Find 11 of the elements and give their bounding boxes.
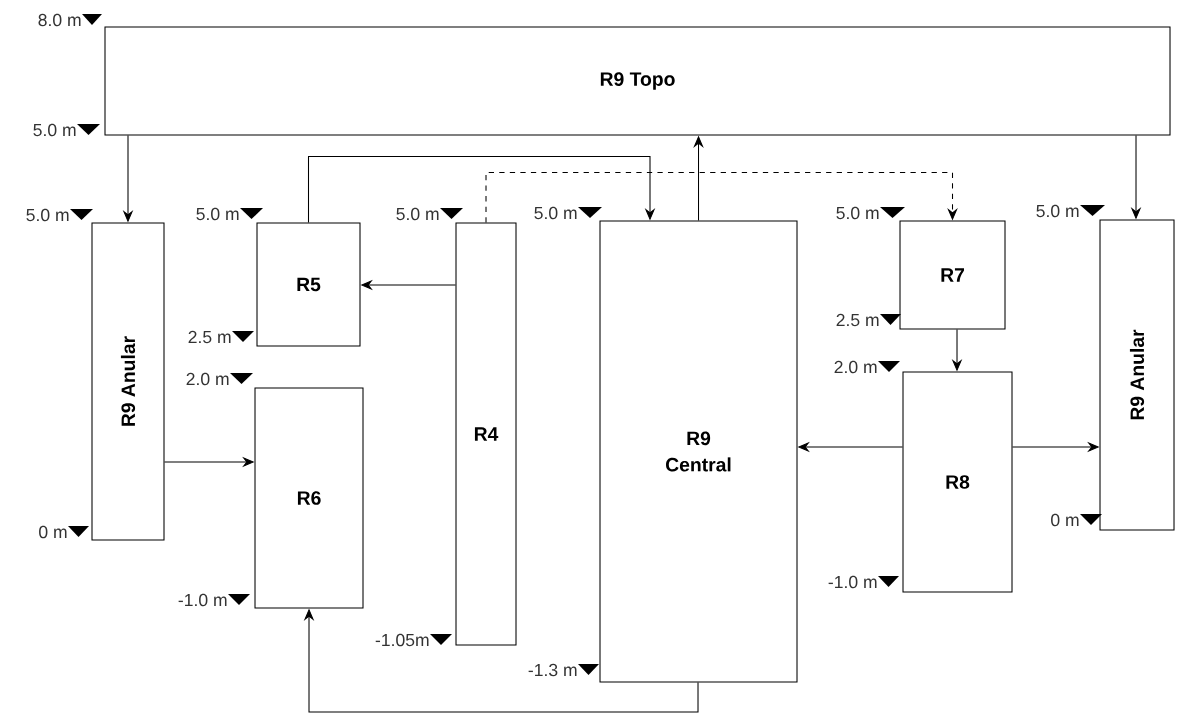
tank-box: R7 [899,220,1006,330]
tank-box: R9 Central [599,220,798,683]
arrow [307,155,656,223]
tank-box: R9 Anular [91,222,165,541]
tank-box: R9 Anular [1099,219,1175,531]
tank-box: R5 [256,222,361,347]
tank-box: R6 [254,387,364,609]
tank-box: R4 [455,222,517,646]
tank-box: R8 [902,371,1013,593]
tank-box: R9 Topo [104,26,1171,136]
arrow [485,171,958,223]
